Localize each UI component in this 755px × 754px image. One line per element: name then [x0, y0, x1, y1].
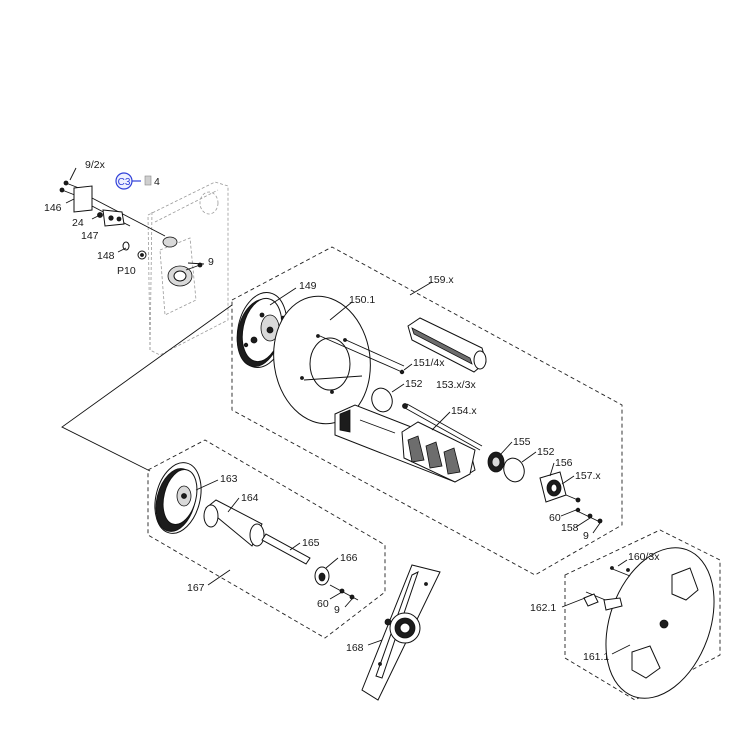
- leader-lines: [69, 167, 631, 655]
- label-164: 164: [241, 492, 259, 504]
- disc-161-1: [605, 547, 715, 699]
- screws-60-9: [329, 584, 359, 601]
- label-9-b: 9: [583, 530, 589, 542]
- ring-152-a: [371, 387, 393, 413]
- screws-160: [583, 566, 631, 611]
- label-146: 146: [44, 202, 62, 214]
- part-labels: 9/2x 146 24 147 148 P10 9 149 150.1 159.…: [44, 159, 660, 663]
- assembly-leader-line: [61, 304, 233, 472]
- label-9-c: 9: [334, 604, 340, 616]
- label-150-1: 150.1: [349, 294, 375, 306]
- label-158: 158: [561, 522, 579, 534]
- label-160-3x: 160/3x: [628, 551, 660, 563]
- group-box-162-1: [564, 529, 721, 701]
- label-157x: 157.x: [575, 470, 601, 482]
- label-153: 153.x/3x: [436, 379, 476, 391]
- tube-164: [203, 499, 265, 547]
- label-163: 163: [220, 473, 238, 485]
- label-149: 149: [299, 280, 317, 292]
- top-left-hardware: [59, 180, 203, 287]
- label-9-2x: 9/2x: [85, 159, 106, 171]
- label-154x: 154.x: [451, 405, 477, 417]
- bolts-151: [303, 335, 405, 381]
- ring-152-b: [503, 457, 525, 483]
- label-148: 148: [97, 250, 115, 262]
- crank-handle-168: [361, 564, 441, 701]
- label-167: 167: [187, 582, 205, 594]
- hub-157: [539, 471, 581, 503]
- label-168: 168: [346, 642, 364, 654]
- screws-158: [574, 507, 603, 524]
- callout-ref: 4: [154, 176, 160, 188]
- label-152-a: 152: [405, 378, 423, 390]
- label-p10: P10: [117, 265, 136, 277]
- shaft-165: [261, 533, 311, 565]
- label-165: 165: [302, 537, 320, 549]
- label-9-top: 9: [208, 256, 214, 268]
- group-box-167: [147, 439, 386, 639]
- label-151-4x: 151/4x: [413, 357, 445, 369]
- label-166: 166: [340, 552, 358, 564]
- label-156: 156: [555, 457, 573, 469]
- label-60-b: 60: [317, 598, 329, 610]
- label-159x: 159.x: [428, 274, 454, 286]
- label-155: 155: [513, 436, 531, 448]
- label-161-1: 161.1: [583, 651, 609, 663]
- label-24: 24: [72, 217, 84, 229]
- flange-163: [154, 462, 202, 534]
- group-box-159x: [231, 246, 623, 576]
- bracket-153: [407, 317, 487, 373]
- drum-body-154: [334, 404, 476, 483]
- callout-code: C3: [118, 177, 131, 188]
- gear-155: [487, 451, 505, 473]
- mounting-bracket-ghost: [147, 181, 229, 356]
- shaft-154: [402, 403, 483, 451]
- washer-166-hole: [318, 572, 326, 582]
- label-147: 147: [81, 230, 99, 242]
- label-162-1: 162.1: [530, 602, 556, 614]
- label-152-b: 152: [537, 446, 555, 458]
- callout-c3: C3 4: [115, 172, 160, 190]
- disc-150-1: [273, 295, 371, 425]
- label-60-a: 60: [549, 512, 561, 524]
